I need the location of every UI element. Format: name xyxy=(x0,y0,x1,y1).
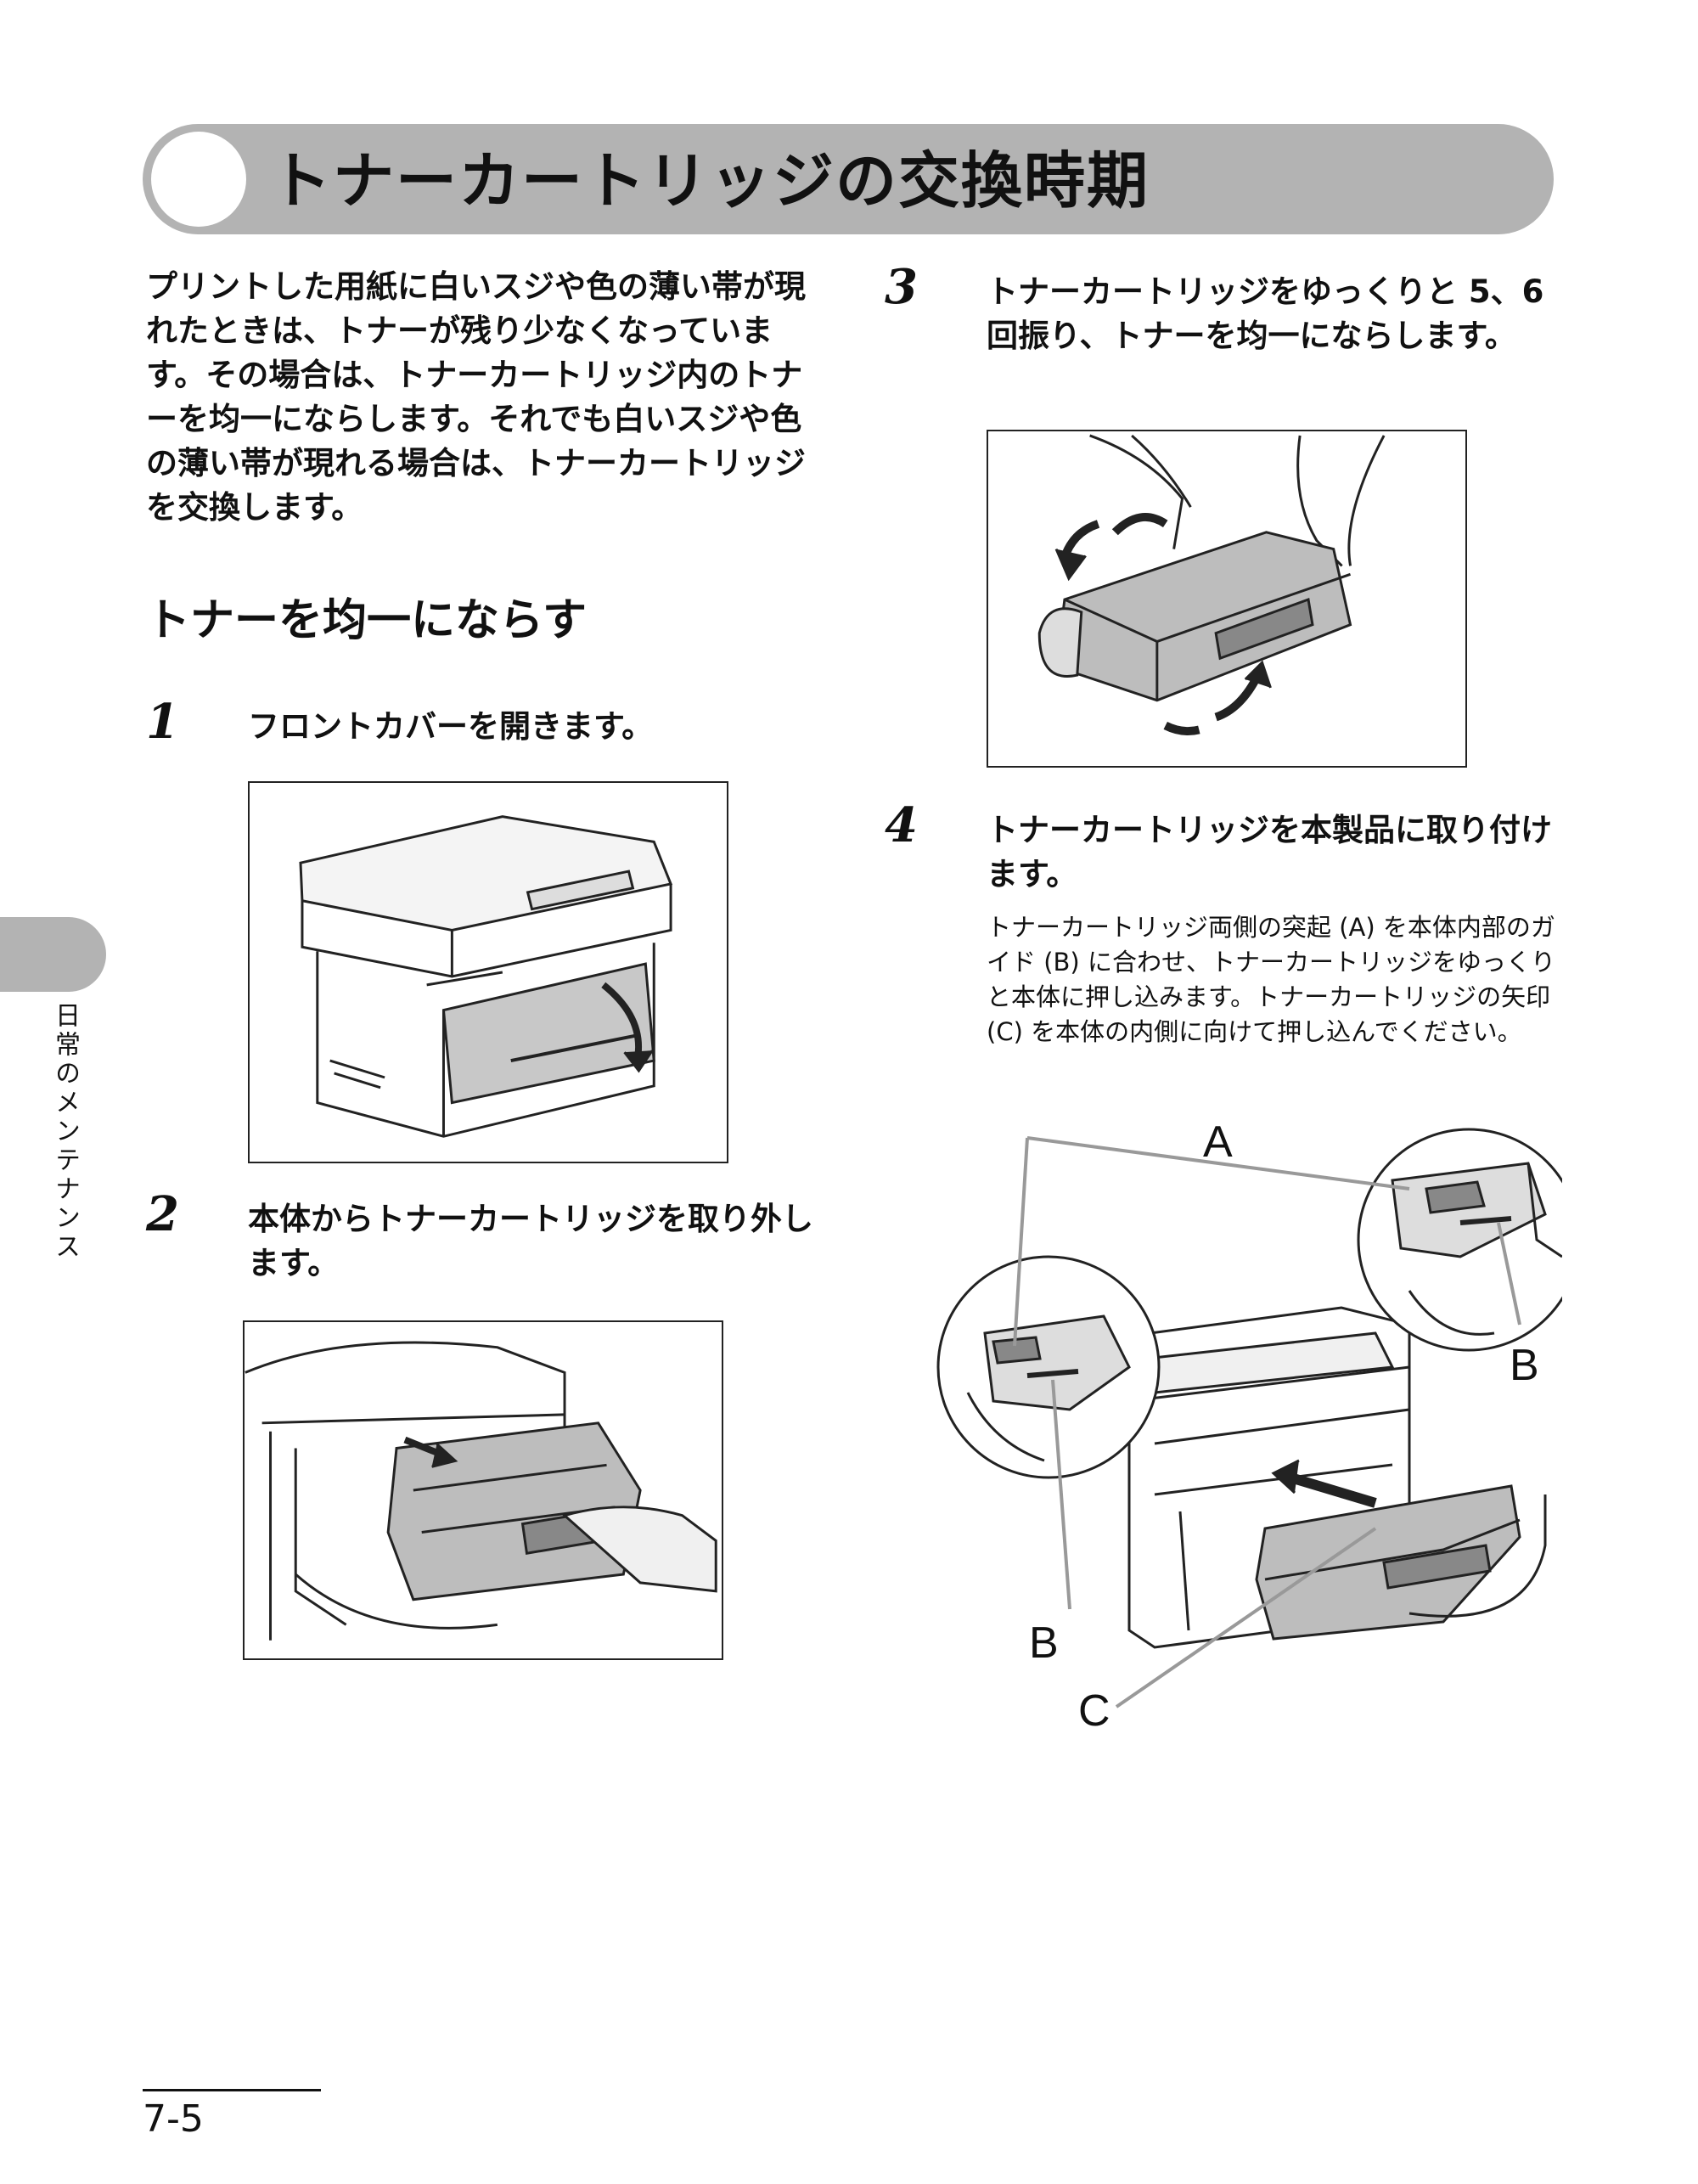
step-4-description: トナーカートリッジ両側の突起 (A) を本体内部のガイド (B) に合わせ、トナ… xyxy=(987,913,1555,1046)
footer-rule xyxy=(143,2089,321,2091)
step-4-text: トナーカートリッジを本製品に取り付けます。 xyxy=(987,812,1552,892)
page-number: 7-5 xyxy=(143,2097,204,2141)
figure-open-front-cover xyxy=(248,781,728,1163)
step-4-number: 4 xyxy=(885,797,918,853)
step-2-number: 2 xyxy=(146,1186,179,1242)
title-bar xyxy=(143,124,1554,234)
callout-a: A xyxy=(1203,1117,1233,1167)
figure-shake-cartridge xyxy=(987,430,1467,768)
step-1-number: 1 xyxy=(146,694,179,750)
title-circle-decoration xyxy=(151,132,246,227)
step-2-text: 本体からトナーカートリッジを取り外します。 xyxy=(248,1201,813,1281)
intro-paragraph: プリントした用紙に白いスジや色の薄い帯が現れたときは、トナーが残り少なくなってい… xyxy=(146,268,806,526)
callout-b-left: B xyxy=(1029,1618,1059,1668)
figure-remove-cartridge xyxy=(243,1320,723,1660)
callout-c: C xyxy=(1078,1686,1110,1736)
figure-install-cartridge xyxy=(934,1087,1581,1766)
chapter-label: 日常のメンテナンス xyxy=(50,1002,80,1262)
chapter-tab xyxy=(0,917,106,992)
step-3-number: 3 xyxy=(885,259,918,315)
page-title: トナーカートリッジの交換時期 xyxy=(270,145,1150,217)
callout-b-right: B xyxy=(1510,1341,1539,1390)
section-heading: トナーを均一にならす xyxy=(146,595,587,646)
step-3-text: トナーカートリッジをゆっくりと 5、6 回振り、トナーを均一にならします。 xyxy=(987,273,1544,354)
step-1-text: フロントカバーを開きます。 xyxy=(248,708,654,745)
